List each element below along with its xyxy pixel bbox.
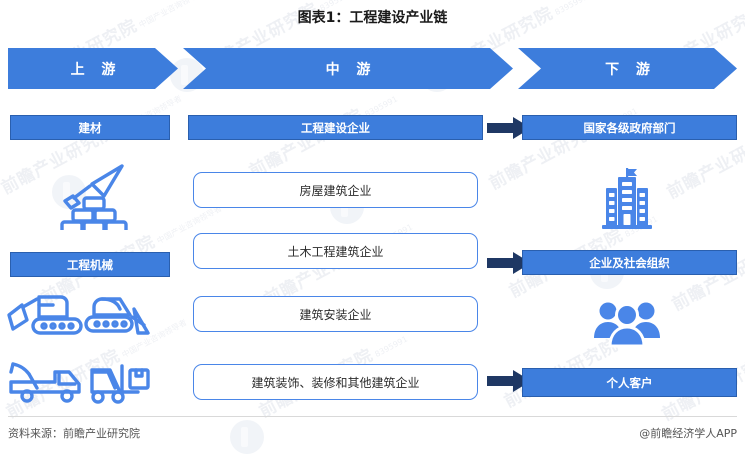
band-midstream: 中 游 (183, 48, 513, 89)
footer-divider (8, 416, 737, 417)
bulldozer-icon (72, 285, 164, 343)
page-title: 图表1：工程建设产业链 (297, 10, 448, 26)
attribution-label: @前瞻经济学人APP (639, 427, 737, 440)
excavator-icon (3, 285, 95, 343)
upstream-group-header-gongchengjixie[interactable]: 工程机械 (10, 252, 170, 277)
tow-truck-icon (3, 352, 95, 410)
government-building-icon (596, 168, 658, 230)
upstream-group-header-jiancai[interactable]: 建材 (10, 115, 170, 140)
trowel-bricks-icon (40, 160, 140, 235)
band-upstream: 上 游 (8, 48, 178, 89)
downstream-group-header-individuals[interactable]: 个人客户 (522, 368, 737, 397)
forklift-icon (72, 352, 164, 410)
midstream-item-3[interactable]: 建筑装饰、装修和其他建筑企业 (193, 364, 478, 400)
people-group-icon (594, 298, 660, 348)
source-label: 资料来源：前瞻产业研究院 (8, 427, 140, 440)
connector-arrow-government (487, 117, 531, 139)
midstream-item-1[interactable]: 土木工程建筑企业 (193, 233, 478, 269)
band-downstream: 下 游 (518, 48, 737, 89)
connector-arrow-enterprises (487, 252, 531, 274)
downstream-group-header-enterprises[interactable]: 企业及社会组织 (522, 250, 737, 275)
connector-arrow-individuals (487, 370, 531, 392)
value-chain-band: 上 游 中 游 下 游 (8, 48, 737, 89)
midstream-item-0[interactable]: 房屋建筑企业 (193, 172, 478, 208)
midstream-header[interactable]: 工程建设企业 (188, 115, 483, 140)
midstream-item-2[interactable]: 建筑安装企业 (193, 296, 478, 332)
downstream-group-header-government[interactable]: 国家各级政府部门 (522, 115, 737, 140)
watermark-logo (230, 420, 264, 454)
